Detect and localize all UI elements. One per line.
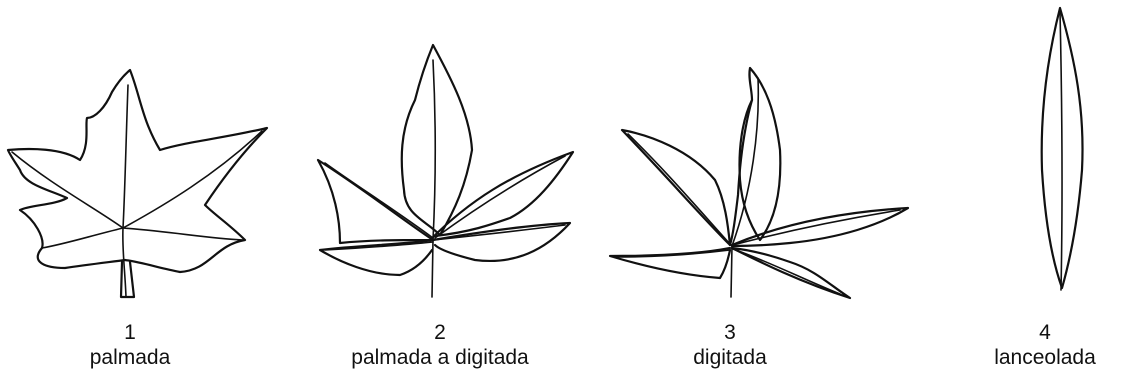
leaf-name: digitada <box>693 346 767 369</box>
caption-digitada: 3 digitada <box>655 320 805 370</box>
leaf-number: 2 <box>434 321 446 344</box>
caption-lanceolada: 4 lanceolada <box>965 320 1125 370</box>
leaf-number: 1 <box>124 321 136 344</box>
leaf-number: 4 <box>1039 321 1051 344</box>
leaf-name: palmada <box>89 346 171 369</box>
caption-palmada-a-digitada: 2 palmada a digitada <box>310 320 570 370</box>
leaf-name: lanceolada <box>994 346 1096 369</box>
lanceolate-leaf-icon <box>1040 6 1084 291</box>
palmate-to-digitate-leaf-icon <box>316 43 575 298</box>
caption-palmada: 1 palmada <box>55 320 205 370</box>
leaf-drawings <box>6 6 1084 300</box>
leaf-name: palmada a digitada <box>351 346 529 369</box>
palmate-leaf-icon <box>6 68 269 299</box>
digitate-leaf-icon <box>608 66 910 300</box>
leaf-number: 3 <box>724 321 736 344</box>
